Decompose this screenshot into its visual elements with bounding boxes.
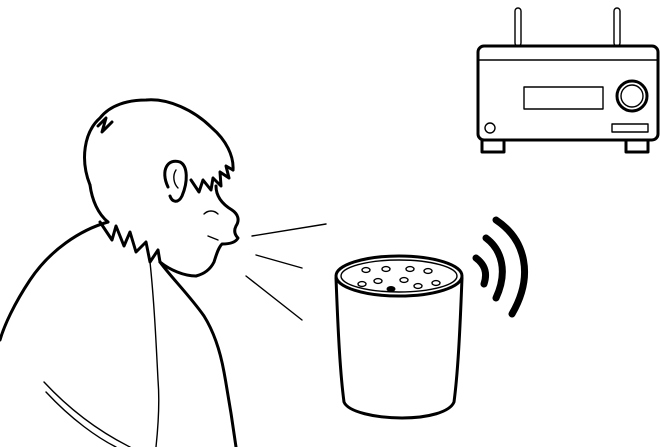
power-button [485, 123, 495, 133]
receiver-display [524, 87, 603, 109]
receiver-antennas [515, 8, 620, 46]
person-ear [165, 161, 186, 201]
person-hair [85, 100, 234, 192]
person-illustration [0, 100, 238, 447]
receiver-input-slot [612, 124, 648, 132]
smart-speaker [336, 256, 462, 418]
speaker-buttons [358, 267, 440, 292]
person-shoulders-body [0, 222, 236, 447]
wifi-signal-icon [476, 220, 525, 314]
receiver-feet [482, 140, 648, 152]
av-receiver [478, 8, 658, 152]
speaker-mic-dot [387, 286, 396, 292]
speech-lines [246, 224, 326, 320]
